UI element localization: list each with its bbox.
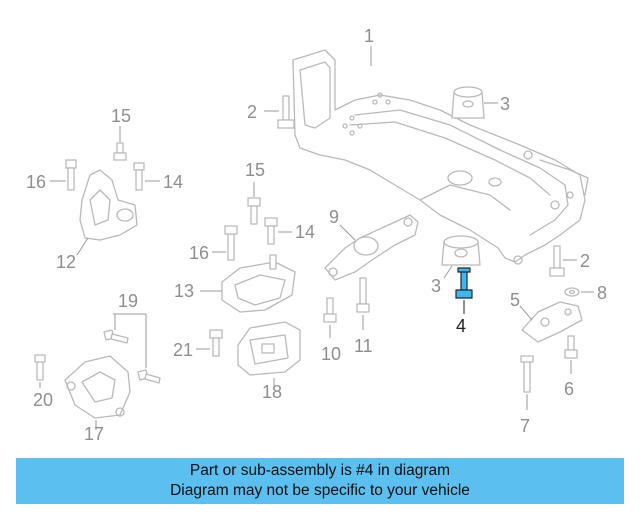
part-7-bolt[interactable] [520, 355, 534, 393]
part-8-washer[interactable] [564, 287, 580, 297]
callout-14-left[interactable]: 14 [163, 172, 183, 192]
part-21-bolt[interactable] [209, 329, 223, 357]
callout-10[interactable]: 10 [321, 344, 341, 364]
part-2-bolt-upper[interactable] [277, 95, 295, 129]
part-1-subframe[interactable] [292, 49, 589, 265]
part-9-torque-rod[interactable] [324, 214, 419, 281]
part-15-bolt-middle[interactable] [247, 197, 261, 225]
part-3-bushing-upper[interactable] [451, 86, 485, 119]
callout-12[interactable]: 12 [56, 252, 76, 272]
callout-4[interactable]: 4 [456, 316, 466, 336]
callout-11[interactable]: 11 [354, 336, 373, 356]
callout-20[interactable]: 20 [33, 390, 53, 410]
caption-line-2: Diagram may not be specific to your vehi… [170, 482, 470, 499]
callout-15-middle[interactable]: 15 [245, 160, 265, 180]
callout-14-middle[interactable]: 14 [295, 222, 315, 242]
part-5-bracket[interactable] [521, 301, 583, 343]
callout-9[interactable]: 9 [329, 207, 339, 227]
part-6-bolt[interactable] [564, 335, 578, 359]
part-2-bolt-lower[interactable] [549, 245, 565, 277]
part-19-bolts[interactable] [103, 329, 161, 384]
part-16-bolt-left[interactable] [65, 159, 77, 191]
part-17-transmission-mount[interactable] [64, 355, 131, 419]
callout-6[interactable]: 6 [564, 379, 574, 399]
part-14-bolt-left[interactable] [133, 162, 145, 191]
part-11-bolt[interactable] [356, 277, 370, 313]
part-4-bolt-highlighted[interactable] [455, 267, 473, 299]
part-3-bushing-lower[interactable] [441, 235, 481, 266]
callout-18[interactable]: 18 [262, 382, 282, 402]
caption-bar: Part or sub-assembly is #4 in diagram Di… [16, 458, 624, 504]
callout-2-lower[interactable]: 2 [580, 251, 590, 271]
part-20-bolt[interactable] [34, 354, 46, 381]
callout-13[interactable]: 13 [174, 281, 194, 301]
part-16-bolt-middle[interactable] [224, 225, 238, 261]
callout-21[interactable]: 21 [173, 340, 193, 360]
callout-16-left[interactable]: 16 [26, 172, 46, 192]
part-13-bracket[interactable] [221, 254, 296, 313]
callout-15-left[interactable]: 15 [111, 106, 131, 126]
callout-16-middle[interactable]: 16 [189, 243, 209, 263]
callout-1[interactable]: 1 [364, 26, 374, 46]
part-14-bolt-middle[interactable] [264, 217, 278, 245]
callout-5[interactable]: 5 [510, 290, 520, 310]
callout-17[interactable]: 17 [84, 424, 104, 444]
callout-7[interactable]: 7 [520, 416, 530, 436]
part-18-bracket[interactable] [237, 321, 301, 376]
callout-3-upper[interactable]: 3 [500, 94, 510, 114]
part-15-bolt-left[interactable] [113, 142, 127, 161]
callout-8[interactable]: 8 [597, 283, 607, 303]
callout-2-upper[interactable]: 2 [247, 102, 257, 122]
part-10-bolt[interactable] [323, 297, 337, 323]
callout-19[interactable]: 19 [118, 291, 138, 311]
part-12-engine-mount[interactable] [79, 169, 138, 241]
callout-3-lower[interactable]: 3 [431, 276, 441, 296]
caption-line-1: Part or sub-assembly is #4 in diagram [189, 462, 451, 479]
parts-diagram: 1 2 3 15 16 14 12 [26, 26, 607, 444]
